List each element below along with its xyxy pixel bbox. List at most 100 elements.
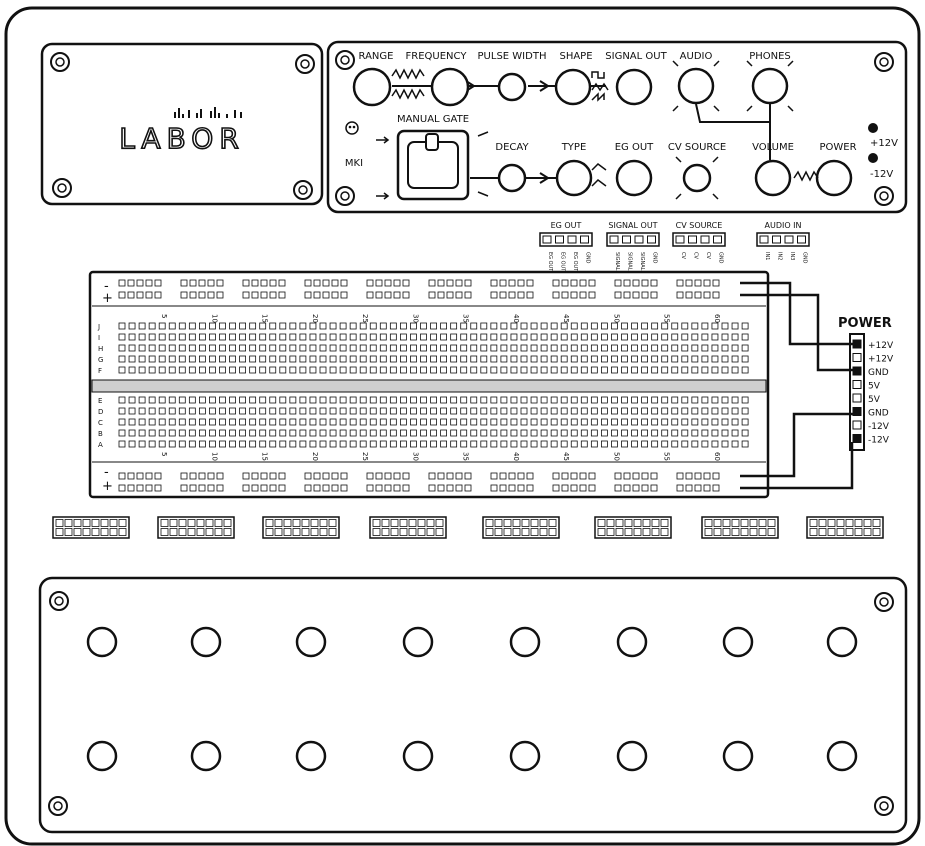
rail-hole (331, 279, 339, 287)
breadboard-hole (399, 344, 407, 352)
panel-jack[interactable] (616, 626, 648, 658)
breadboard-hole (319, 344, 327, 352)
panel-jack[interactable] (190, 740, 222, 772)
breadboard-hole (520, 355, 528, 363)
connector-pin (223, 519, 232, 527)
rail-hole (552, 291, 560, 299)
rail-hole (402, 472, 410, 480)
panel-jack[interactable] (402, 740, 434, 772)
rail-hole (437, 279, 445, 287)
panel-jack[interactable] (616, 740, 648, 772)
breadboard-hole (721, 407, 729, 415)
breadboard-hole (530, 355, 538, 363)
cv-source-knob[interactable] (682, 163, 712, 193)
row-letter: I (98, 334, 100, 342)
column-number: 5 (160, 452, 168, 456)
range-knob[interactable] (352, 67, 392, 107)
breadboard-hole (631, 333, 638, 341)
breadboard-hole (369, 355, 377, 363)
audio-knob[interactable] (677, 67, 715, 105)
breadboard-hole (741, 366, 749, 374)
panel-jack[interactable] (722, 626, 754, 658)
connector-pin (426, 519, 435, 527)
rail-hole (526, 279, 534, 287)
connector-pin (417, 528, 426, 536)
frequency-knob[interactable] (430, 67, 470, 107)
connector-pin (809, 519, 818, 527)
panel-jack[interactable] (190, 626, 222, 658)
breadboard-hole (701, 366, 709, 374)
breadboard-hole (249, 440, 257, 448)
connector-pin (615, 519, 624, 527)
breadboard-hole (339, 396, 347, 404)
panel-jack[interactable] (826, 626, 858, 658)
decay-knob[interactable] (497, 163, 527, 193)
rail-hole (437, 484, 445, 492)
column-number: 20 (311, 452, 319, 461)
breadboard-hole (299, 396, 307, 404)
breadboard-hole (198, 366, 206, 374)
connector-pin (408, 528, 417, 536)
panel-jack[interactable] (295, 740, 327, 772)
breadboard-hole (590, 344, 598, 352)
breadboard-hole (420, 366, 427, 374)
panel-jack[interactable] (826, 740, 858, 772)
panel-jack[interactable] (295, 626, 327, 658)
wire-gnd-top (740, 293, 856, 372)
breadboard-hole (389, 440, 397, 448)
phones-jack[interactable] (751, 67, 789, 105)
panel-jack[interactable] (722, 740, 754, 772)
connector-pin (651, 519, 660, 527)
breadboard-hole (490, 418, 498, 426)
connector-pin (372, 519, 381, 527)
breadboard-hole (590, 355, 598, 363)
breadboard-hole (590, 322, 598, 330)
breadboard-hole (580, 344, 588, 352)
column-number: 55 (663, 314, 671, 323)
breadboard-hole (450, 418, 458, 426)
breadboard-hole (601, 396, 608, 404)
panel-jack[interactable] (509, 740, 541, 772)
panel-jack[interactable] (86, 626, 118, 658)
breadboard-hole (369, 440, 377, 448)
panel-jack[interactable] (86, 740, 118, 772)
breadboard-hole (590, 418, 598, 426)
rail-hole (304, 472, 312, 480)
eg-out-jack[interactable] (615, 159, 653, 197)
breadboard-hole (178, 333, 186, 341)
rail-hole (402, 484, 410, 492)
breadboard-hole (530, 396, 538, 404)
rail-hole (676, 472, 684, 480)
rail-hole (313, 484, 321, 492)
breadboard-hole (168, 322, 176, 330)
connector-pin (178, 528, 187, 536)
panel-jack[interactable] (402, 626, 434, 658)
rail-hole (552, 484, 560, 492)
breadboard-hole (430, 407, 437, 415)
breadboard-hole (470, 366, 478, 374)
breadboard-hole (118, 344, 126, 352)
screw (335, 186, 355, 206)
breadboard-hole (641, 396, 648, 404)
connector-pin (854, 519, 863, 527)
breadboard-hole (339, 366, 347, 374)
shape-knob[interactable] (554, 68, 592, 106)
breadboard-hole (470, 333, 478, 341)
breadboard-hole (319, 418, 327, 426)
breadboard-hole (239, 333, 247, 341)
signal-out-jack[interactable] (615, 68, 653, 106)
volume-knob[interactable] (754, 159, 792, 197)
rail-hole (455, 279, 463, 287)
breadboard-hole (510, 355, 518, 363)
rail-hole (260, 291, 268, 299)
screw (874, 592, 894, 612)
pulse-width-knob[interactable] (497, 72, 527, 102)
breadboard-hole (148, 333, 156, 341)
panel-jack[interactable] (509, 626, 541, 658)
power-switch[interactable] (815, 159, 853, 197)
type-knob[interactable] (555, 159, 593, 197)
breadboard-hole (470, 355, 478, 363)
rail-hole (118, 291, 126, 299)
connector-pin (485, 519, 494, 527)
